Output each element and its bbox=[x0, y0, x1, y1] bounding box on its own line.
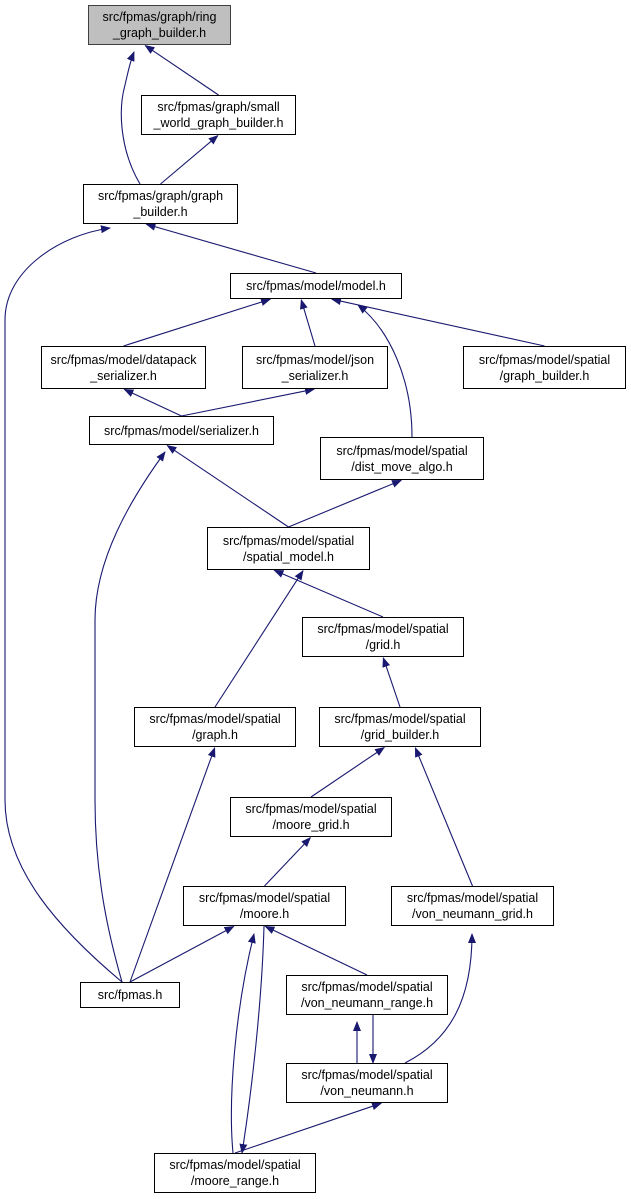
node-label-line2: /graph.h bbox=[192, 728, 238, 742]
node-von-neumann-grid[interactable]: src/fpmas/model/spatial/von_neumann_grid… bbox=[391, 886, 554, 926]
node-model[interactable]: src/fpmas/model/model.h bbox=[230, 273, 402, 299]
node-label-line2: /dist_move_algo.h bbox=[351, 459, 453, 474]
node-label-line2: _serializer.h bbox=[281, 368, 349, 383]
node-von-neumann[interactable]: src/fpmas/model/spatial/von_neumann.h bbox=[286, 1063, 448, 1103]
edge-small_world_graph_builder-to-ring_graph_builder bbox=[144, 45, 219, 96]
node-graph[interactable]: src/fpmas/model/spatial/graph.h bbox=[134, 707, 296, 747]
edge-fpmas-to-moore bbox=[129, 925, 235, 983]
node-label-line1: src/fpmas/model/spatial bbox=[478, 352, 611, 367]
node-label-line1: src/fpmas/graph/ring bbox=[102, 10, 217, 24]
edge-moore_range-to-moore bbox=[230, 933, 256, 1154]
node-label-line1: src/fpmas/model/datapack bbox=[50, 352, 197, 367]
node-label-line1: src/fpmas/model/spatial bbox=[169, 1158, 301, 1172]
node-label-line2: _builder.h bbox=[133, 205, 188, 219]
node-json-serializer[interactable]: src/fpmas/model/json_serializer.h bbox=[242, 346, 388, 389]
edge-graph_builder-to-small_world_graph_builder bbox=[160, 134, 219, 185]
edge-von_neumann_range-to-moore bbox=[264, 925, 368, 976]
node-label-line2: _graph_builder.h bbox=[112, 26, 207, 40]
edge-graph-to-spatial_model bbox=[214, 570, 304, 708]
edge-grid_builder-to-grid bbox=[382, 657, 401, 708]
edge-von_neumann_grid-to-grid_builder bbox=[414, 746, 474, 887]
node-label-line2: /moore_range.h bbox=[190, 1174, 280, 1188]
node-von-neumann-range[interactable]: src/fpmas/model/spatial/von_neumann_rang… bbox=[286, 975, 448, 1015]
node-serializer[interactable]: src/fpmas/model/serializer.h bbox=[89, 416, 274, 445]
node-label-line2: /spatial_model.h bbox=[242, 549, 335, 564]
node-label-line2: /von_neumann_range.h bbox=[300, 996, 434, 1010]
node-label-line1: src/fpmas/model/spatial bbox=[334, 712, 466, 726]
node-label-line2: /graph_builder.h bbox=[499, 368, 590, 383]
edge-moore_range-to-von_neumann bbox=[234, 1102, 382, 1154]
node-moore-range[interactable]: src/fpmas/model/spatial/moore_range.h bbox=[154, 1153, 316, 1193]
node-label-line1: src/fpmas/model/spatial bbox=[198, 891, 331, 905]
node-label-line2: /grid_builder.h bbox=[360, 728, 440, 742]
node-label-line1: src/fpmas/model/spatial bbox=[149, 712, 281, 726]
node-label-line2: _serializer.h bbox=[90, 368, 157, 383]
node-label-line2: _world_graph_builder.h bbox=[153, 116, 284, 130]
edge-serializer-to-datapack_serializer bbox=[123, 388, 182, 417]
node-label-line2: /von_neumann_grid.h bbox=[412, 907, 533, 921]
node-label-line1: src/fpmas/model/spatial bbox=[245, 802, 377, 816]
node-dist-move-algo[interactable]: src/fpmas/model/spatial/dist_move_algo.h bbox=[320, 437, 484, 480]
node-grid-builder[interactable]: src/fpmas/model/spatial/grid_builder.h bbox=[319, 707, 481, 747]
node-label-line1: src/fpmas/model/serializer.h bbox=[104, 423, 259, 438]
node-spatial-graph-builder[interactable]: src/fpmas/model/spatial/graph_builder.h bbox=[463, 346, 626, 389]
edge-spatial_graph_builder-to-model bbox=[331, 297, 545, 347]
node-label-line1: src/fpmas/model/json bbox=[255, 352, 375, 367]
edge-spatial_model-to-serializer bbox=[166, 445, 289, 528]
node-label-line2: /moore_grid.h bbox=[272, 818, 350, 832]
node-label-line1: src/fpmas/model/spatial bbox=[336, 443, 468, 458]
edge-fpmas-to-graph_builder bbox=[4, 225, 123, 983]
node-moore-grid[interactable]: src/fpmas/model/spatial/moore_grid.h bbox=[230, 797, 392, 837]
edge-fpmas-to-graph bbox=[129, 746, 216, 983]
node-moore[interactable]: src/fpmas/model/spatial/moore.h bbox=[183, 886, 346, 926]
node-label-line1: src/fpmas/graph/graph bbox=[97, 189, 224, 203]
node-label-line2: /grid.h bbox=[365, 638, 401, 652]
edge-graph_builder-to-ring_graph_builder bbox=[120, 51, 141, 185]
node-fpmas[interactable]: src/fpmas.h bbox=[80, 982, 180, 1008]
edge-spatial_model-to-dist_move_algo bbox=[288, 479, 402, 528]
node-grid[interactable]: src/fpmas/model/spatial/grid.h bbox=[302, 617, 464, 657]
node-small-world-graph-builder[interactable]: src/fpmas/graph/small _world_graph_builde… bbox=[141, 95, 296, 135]
edge-moore-to-moore_grid bbox=[264, 836, 312, 887]
node-label-line1: src/fpmas/model/spatial bbox=[301, 1068, 433, 1082]
node-label-line1: src/fpmas/model/spatial bbox=[317, 622, 449, 636]
node-ring-graph-builder[interactable]: src/fpmas/graph/ring _graph_builder.h bbox=[88, 5, 231, 45]
edge-fpmas-to-serializer bbox=[94, 451, 166, 983]
node-spatial-model[interactable]: src/fpmas/model/spatial/spatial_model.h bbox=[207, 527, 370, 570]
edge-moore-to-moore_range bbox=[239, 925, 265, 1154]
node-label-line2: /moore.h bbox=[239, 907, 290, 921]
edge-moore_grid-to-grid_builder bbox=[310, 747, 385, 798]
edge-von_neumann-to-von_neumann_grid bbox=[404, 933, 476, 1064]
edge-serializer-to-json_serializer bbox=[181, 387, 316, 417]
edge-datapack_serializer-to-model bbox=[123, 298, 271, 347]
node-label-line1: src/fpmas/model/spatial bbox=[222, 533, 355, 548]
node-label-line2: /von_neumann.h bbox=[320, 1084, 414, 1098]
node-label-line1: src/fpmas/graph/small bbox=[157, 100, 280, 114]
edge-grid-to-spatial_model bbox=[273, 569, 384, 618]
edge-dist_move_algo-to-model bbox=[357, 304, 413, 438]
edge-model-to-graph_builder bbox=[145, 222, 317, 274]
node-label-line1: src/fpmas/model/spatial bbox=[301, 980, 433, 994]
edge-json_serializer-to-model bbox=[300, 298, 316, 347]
node-label-line1: src/fpmas/model/model.h bbox=[246, 279, 386, 293]
node-label-line1: src/fpmas.h bbox=[97, 988, 163, 1002]
node-label-line1: src/fpmas/model/spatial bbox=[406, 891, 539, 905]
node-graph-builder[interactable]: src/fpmas/graph/graph _builder.h bbox=[83, 184, 238, 224]
node-datapack-serializer[interactable]: src/fpmas/model/datapack_serializer.h bbox=[41, 346, 206, 389]
